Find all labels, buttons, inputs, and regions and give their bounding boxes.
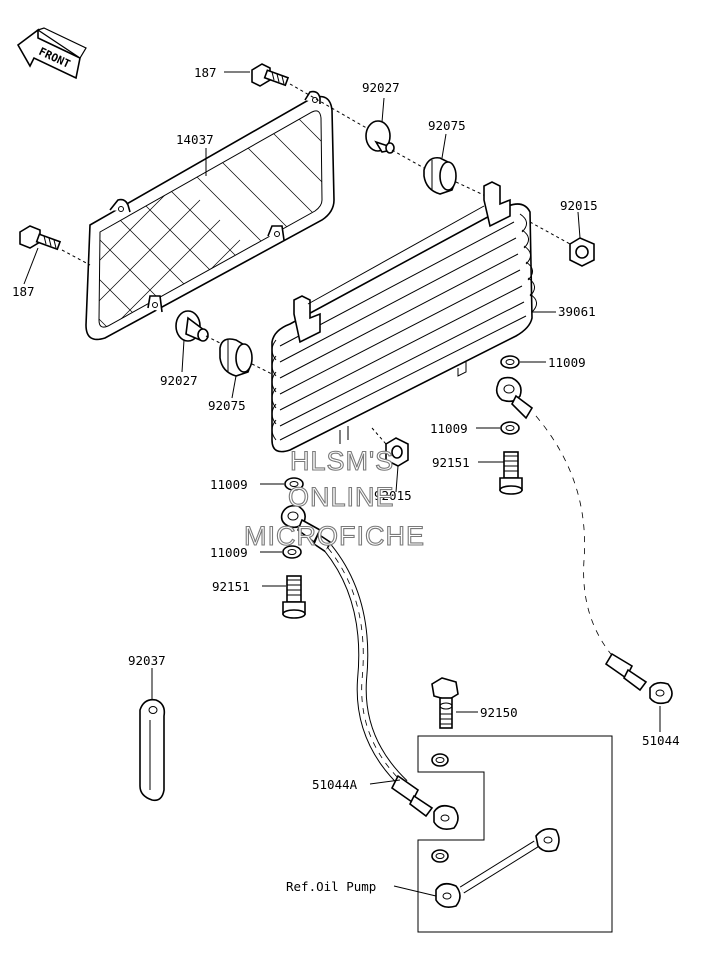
collar-92027-top — [365, 120, 395, 154]
label-ref-oil-pump: Ref.Oil Pump — [286, 879, 376, 894]
watermark-line-1: HLSM'S — [290, 446, 394, 476]
oil-cooler-39061 — [271, 181, 537, 453]
label-hose-51044: 51044 — [642, 733, 680, 748]
label-bolt-187-left: 187 — [12, 284, 35, 299]
collar-92027-left — [175, 310, 223, 345]
watermark: HLSM'S ONLINE MICROFICHE — [243, 445, 425, 551]
label-screen-14037: 14037 — [176, 132, 214, 147]
label-damper-92075-left: 92075 — [208, 398, 246, 413]
label-oil-cooler-39061: 39061 — [558, 304, 596, 319]
label-bolt-92151-right: 92151 — [432, 455, 470, 470]
damper-92075-top — [391, 149, 491, 199]
nut-92015-top — [529, 221, 595, 267]
leader-lines — [23, 71, 661, 897]
part-labels: 187 187 14037 92027 92075 92015 39061 92… — [12, 65, 680, 894]
label-washer-11009-l2: 11009 — [210, 545, 248, 560]
front-arrow-icon: FRONT — [16, 27, 87, 80]
label-washer-11009-l1: 11009 — [210, 477, 248, 492]
label-collar-92027-left: 92027 — [160, 373, 198, 388]
watermark-line-3: MICROFICHE — [244, 521, 425, 551]
washer-11009-r2 — [500, 421, 520, 435]
damper-92075-left — [219, 338, 273, 377]
label-bolt-92151-left: 92151 — [212, 579, 250, 594]
label-washer-11009-r2: 11009 — [430, 421, 468, 436]
label-damper-92075-top: 92075 — [428, 118, 466, 133]
label-washer-11009-r1: 11009 — [548, 355, 586, 370]
washer-11009-r1 — [500, 355, 520, 369]
bolt-92151-left — [282, 575, 306, 619]
label-clamp-92037: 92037 — [128, 653, 166, 668]
bolt-187-top — [251, 63, 371, 131]
nut-92015-bottom — [371, 427, 409, 467]
label-nut-92015-top: 92015 — [560, 198, 598, 213]
label-bolt-187-top: 187 — [194, 65, 217, 80]
watermark-line-2: ONLINE — [288, 482, 395, 512]
bolt-92151-right — [499, 451, 523, 495]
hose-51044A — [280, 504, 459, 830]
clamp-92037 — [139, 698, 166, 802]
hose-51044 — [495, 376, 673, 705]
washer-11009-l2 — [282, 545, 302, 559]
label-nut-92015-bottom: 92015 — [374, 488, 412, 503]
label-collar-92027-top: 92027 — [362, 80, 400, 95]
bolt-92150 — [431, 677, 459, 729]
ref-oil-pump-box — [417, 735, 613, 933]
label-bolt-92150: 92150 — [480, 705, 518, 720]
bolt-187-left — [19, 225, 91, 266]
label-hose-51044A: 51044A — [312, 777, 358, 792]
washer-11009-l1 — [284, 477, 304, 491]
